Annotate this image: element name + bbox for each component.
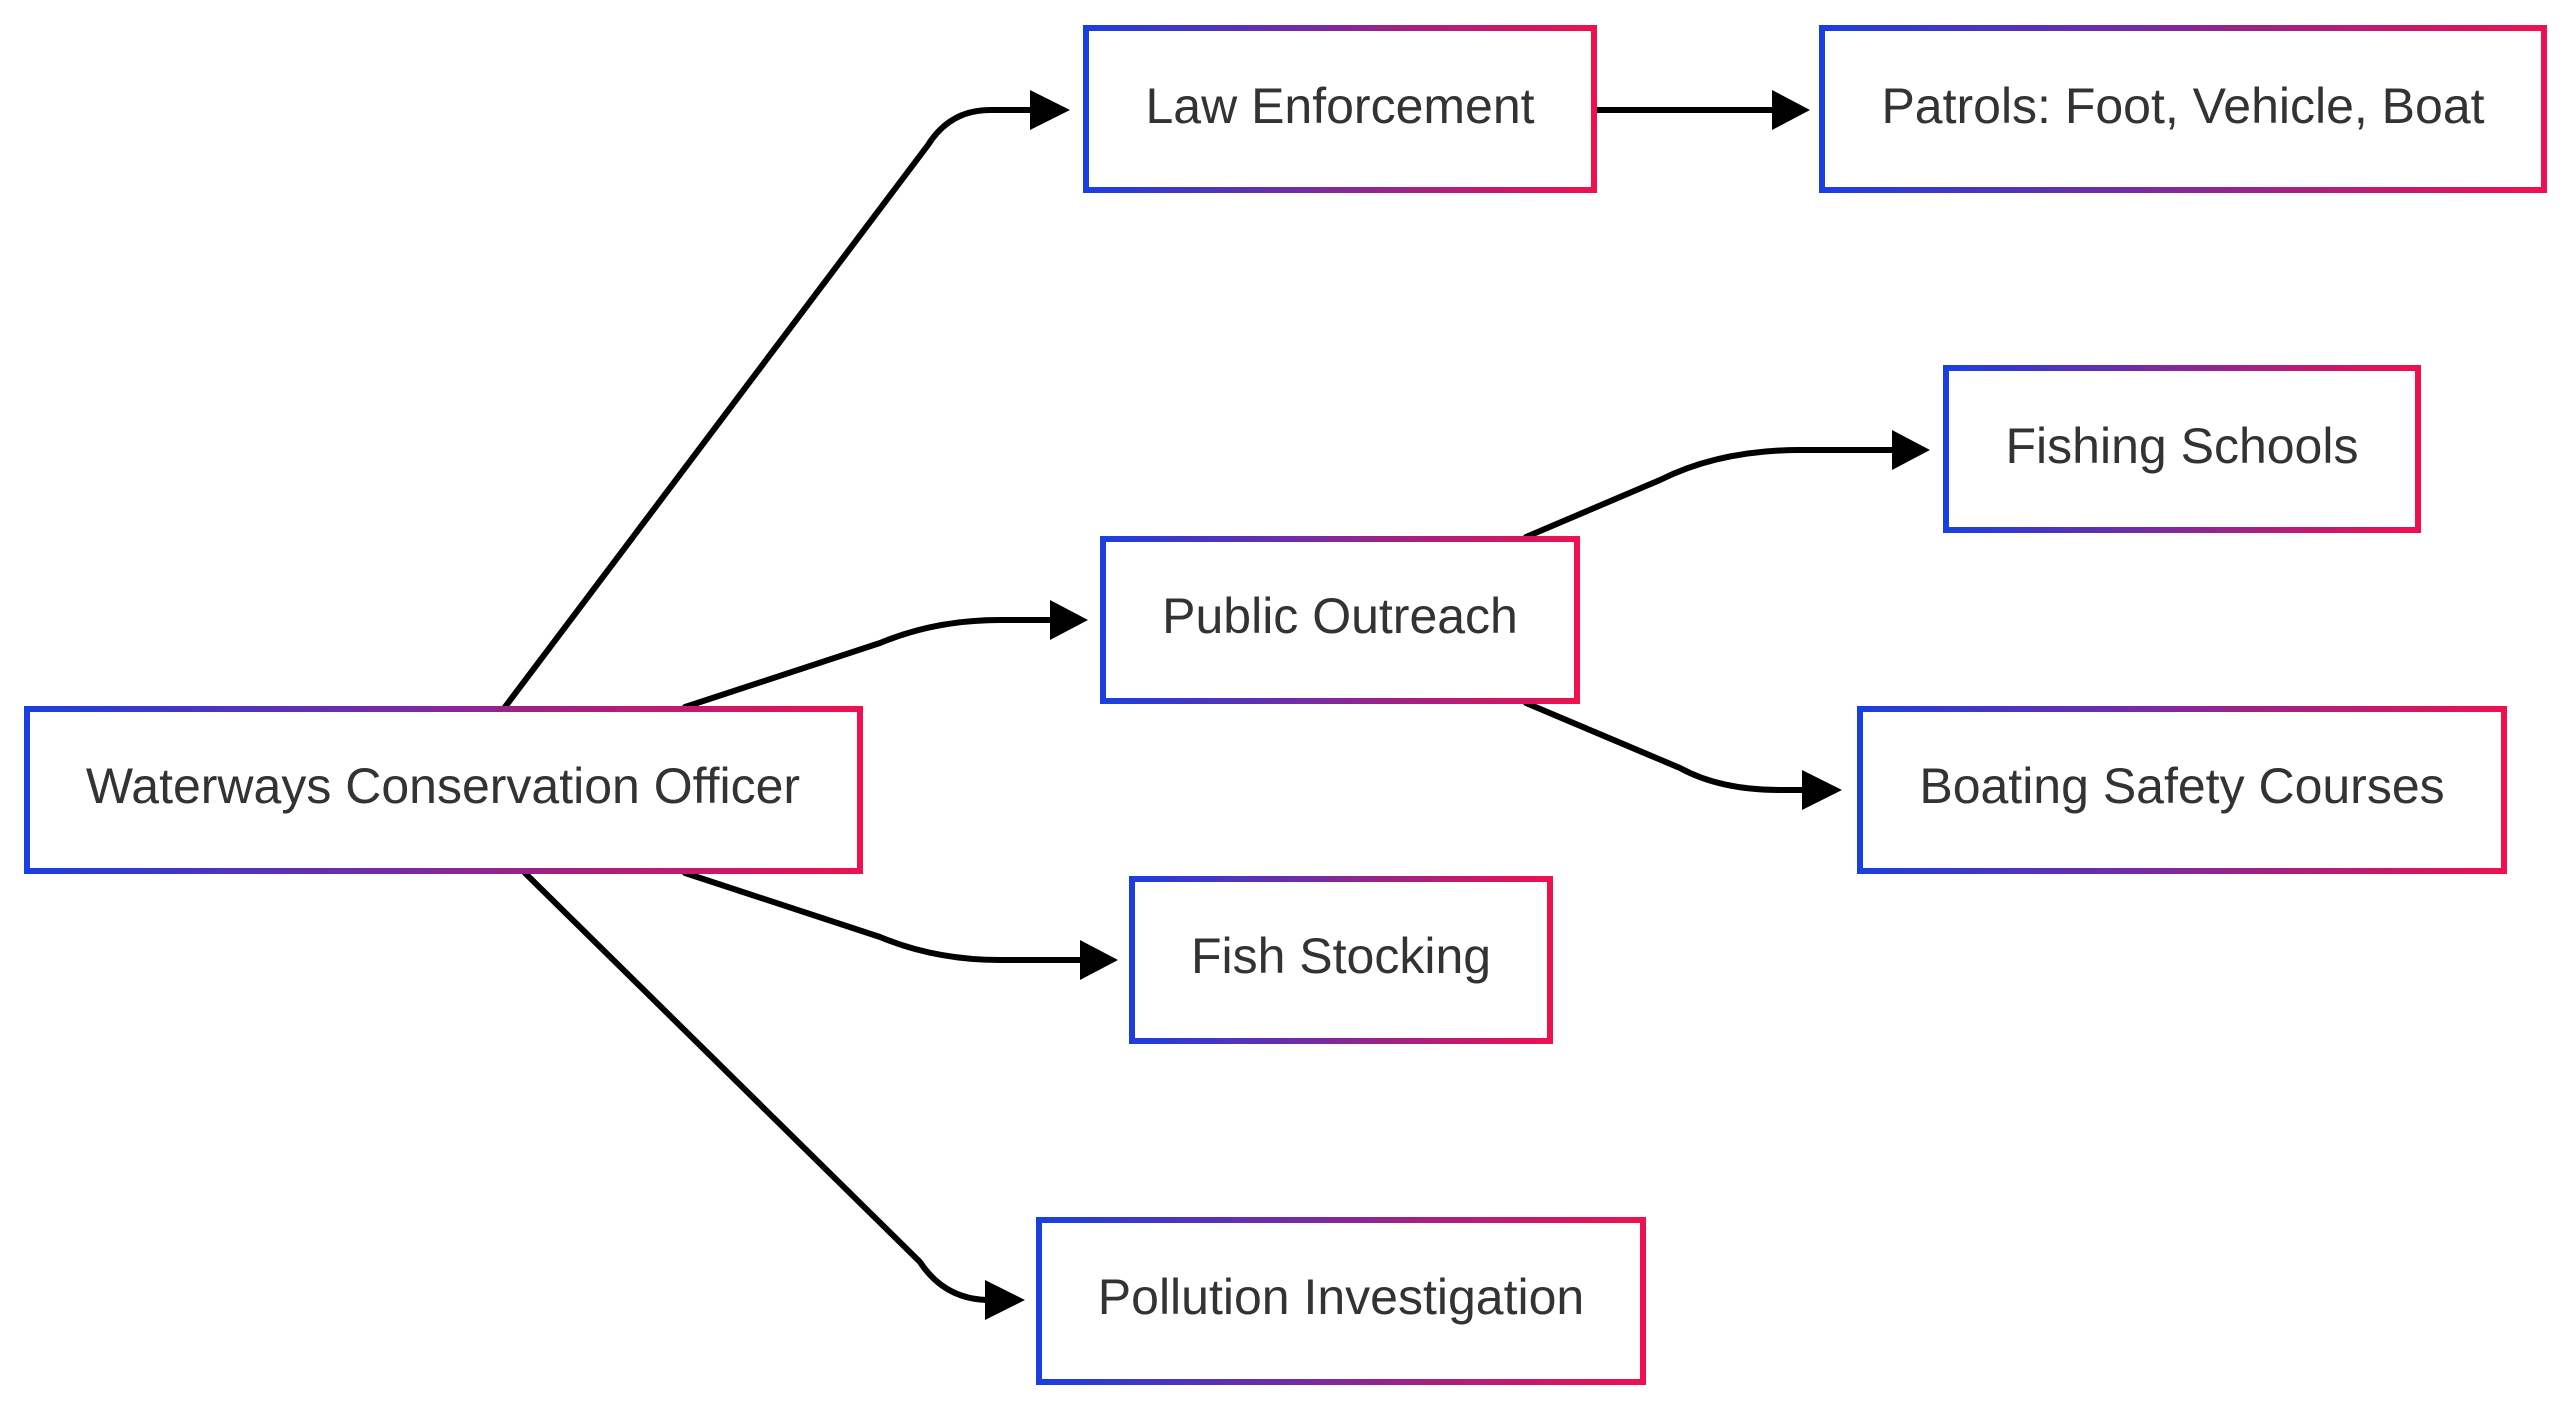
node-public-outreach[interactable]: Public Outreach [1100, 536, 1580, 704]
edge-public-outreach-to-boating-safety [1523, 700, 1805, 793]
node-label: Patrols: Foot, Vehicle, Boat [1881, 78, 2484, 134]
node-fishing-schools[interactable]: Fishing Schools [1943, 365, 2421, 533]
arrowhead-fish-stocking [1080, 940, 1118, 980]
edge-root-to-pollution-investigation [522, 870, 993, 1303]
node-label: Pollution Investigation [1098, 1269, 1584, 1325]
edge-public-outreach-to-fishing-schools [1523, 447, 1895, 540]
node-label: Public Outreach [1162, 588, 1518, 644]
arrowhead-pollution-investigation [985, 1280, 1025, 1320]
edge-root-to-public-outreach [682, 617, 1053, 710]
node-label: Fishing Schools [2006, 418, 2359, 474]
node-label: Law Enforcement [1145, 78, 1534, 134]
node-waterways-conservation-officer[interactable]: Waterways Conservation Officer [24, 706, 863, 874]
node-pollution-investigation[interactable]: Pollution Investigation [1036, 1217, 1646, 1385]
edges [502, 90, 1930, 1320]
edge-root-to-law-enforcement [502, 107, 1033, 710]
arrowhead-fishing-schools [1892, 430, 1930, 470]
arrowhead-public-outreach [1050, 600, 1088, 640]
node-label: Fish Stocking [1191, 928, 1491, 984]
node-boating-safety-courses[interactable]: Boating Safety Courses [1857, 706, 2507, 874]
arrowhead-patrols [1772, 90, 1810, 130]
node-fish-stocking[interactable]: Fish Stocking [1129, 876, 1553, 1044]
arrowhead-law-enforcement [1030, 90, 1070, 130]
node-label: Boating Safety Courses [1919, 758, 2444, 814]
node-label: Waterways Conservation Officer [86, 758, 800, 814]
node-patrols[interactable]: Patrols: Foot, Vehicle, Boat [1819, 25, 2547, 193]
arrowhead-boating-safety [1802, 770, 1842, 810]
edge-root-to-fish-stocking [682, 870, 1083, 963]
node-law-enforcement[interactable]: Law Enforcement [1083, 25, 1597, 193]
